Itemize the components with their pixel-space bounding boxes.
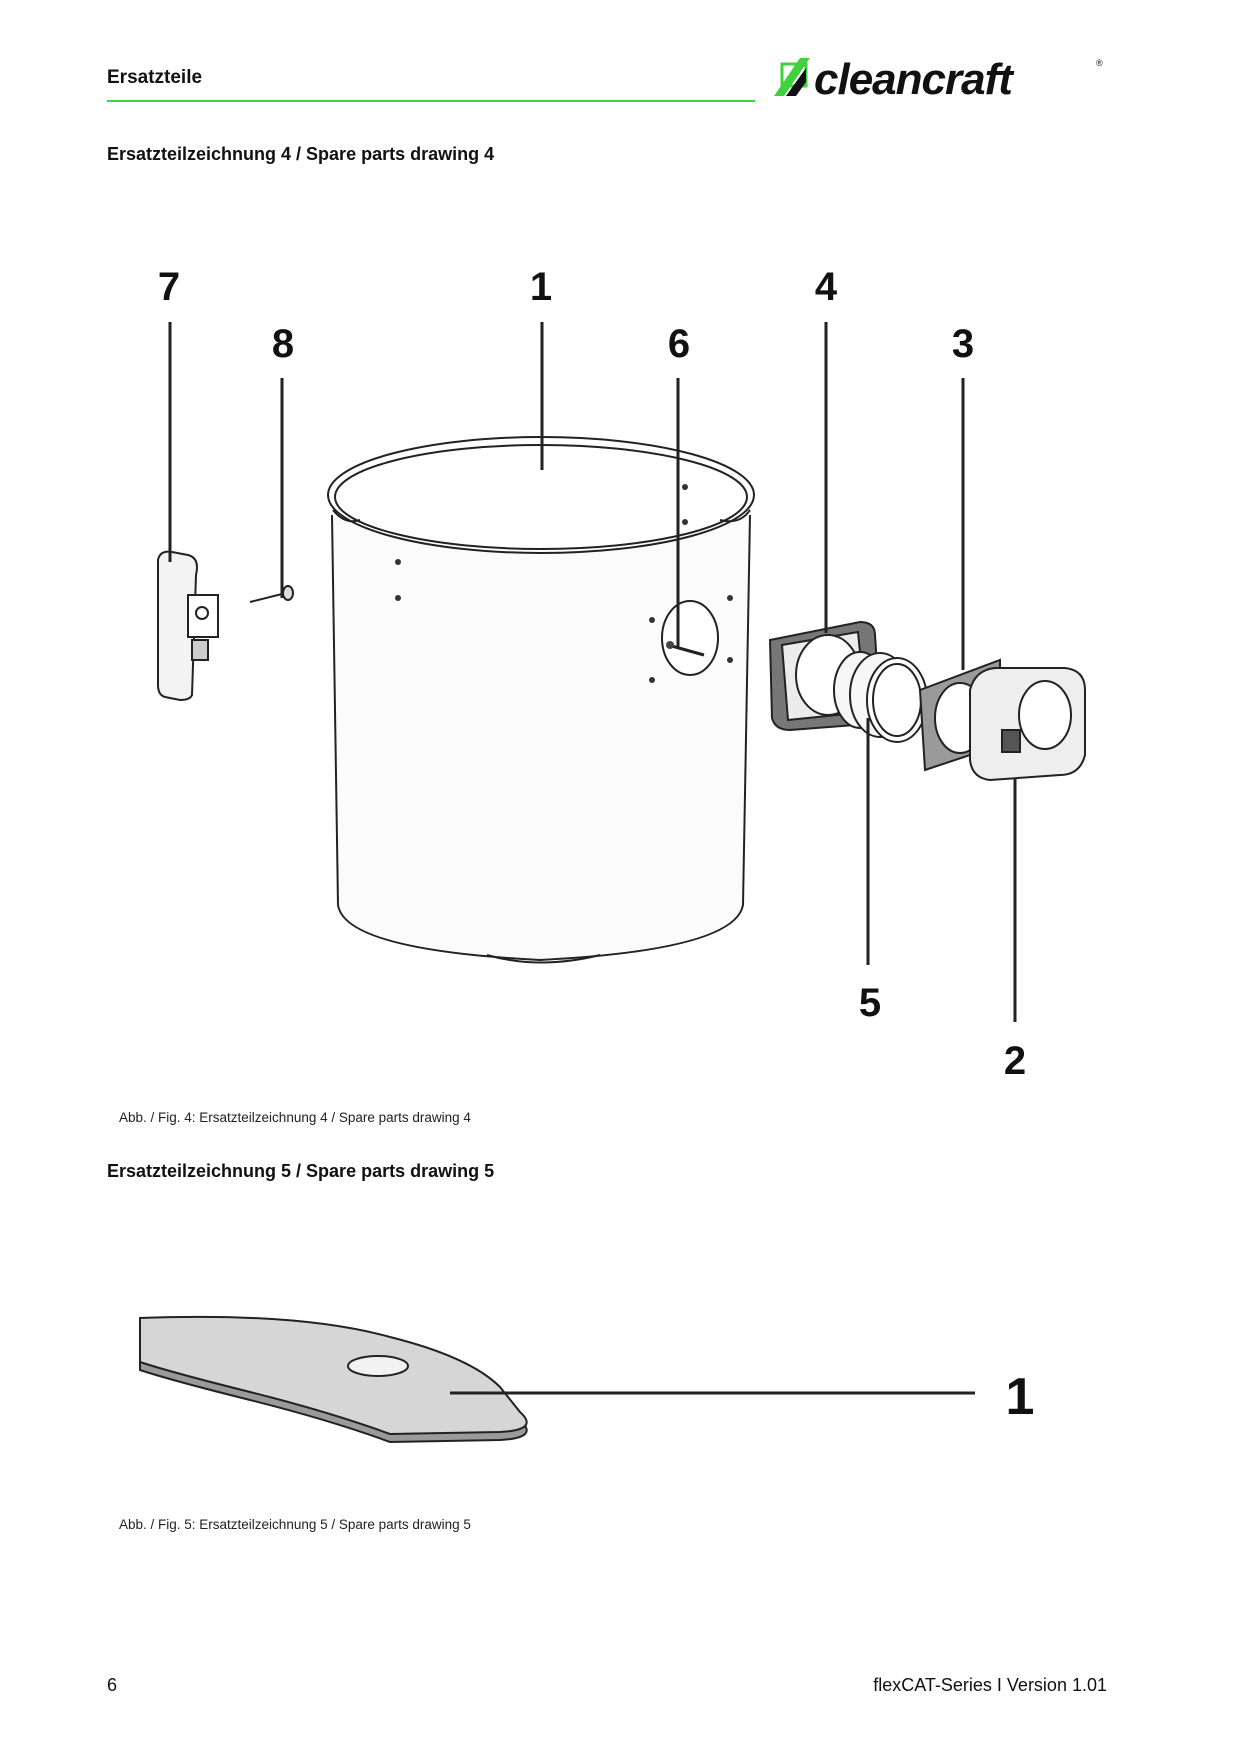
part-6-disc — [661, 600, 719, 676]
drawing-5-caption: Abb. / Fig. 5: Ersatzteilzeichnung 5 / S… — [119, 1517, 471, 1532]
part-7-latch — [157, 550, 219, 702]
document-version: flexCAT-Series I Version 1.01 — [873, 1675, 1107, 1695]
svg-text:®: ® — [1096, 58, 1103, 68]
callout-2: 2 — [1004, 1039, 1026, 1083]
page-number: 6 — [107, 1675, 118, 1695]
part-8-rivet — [249, 585, 294, 603]
callout-8: 8 — [272, 322, 294, 366]
leader-lines — [168, 322, 1017, 1022]
logo-mark-icon — [774, 58, 810, 96]
callout-7: 7 — [158, 265, 180, 309]
logo-text: cleancraft — [814, 55, 1015, 104]
drawing-5-part — [139, 1315, 528, 1444]
drawing-4-caption: Abb. / Fig. 4: Ersatzteilzeichnung 4 / S… — [119, 1110, 471, 1125]
container-drum — [327, 436, 755, 964]
drawing-5-title: Ersatzteilzeichnung 5 / Spare parts draw… — [107, 1161, 495, 1181]
part-2-cover — [969, 667, 1086, 782]
section-header: Ersatzteile — [107, 67, 203, 88]
container-holes — [395, 484, 733, 683]
cleancraft-logo: cleancraft ® — [774, 55, 1103, 104]
part-5-sleeve — [833, 651, 928, 743]
callout-4: 4 — [815, 265, 838, 309]
drawing-4-title: Ersatzteilzeichnung 4 / Spare parts draw… — [107, 144, 495, 164]
callout-3: 3 — [952, 322, 974, 366]
drawing-5-callout-1: 1 — [1006, 1368, 1035, 1426]
header-rule — [107, 100, 755, 102]
callout-6: 6 — [668, 322, 690, 366]
callout-1: 1 — [530, 265, 552, 309]
callout-5: 5 — [859, 981, 881, 1025]
